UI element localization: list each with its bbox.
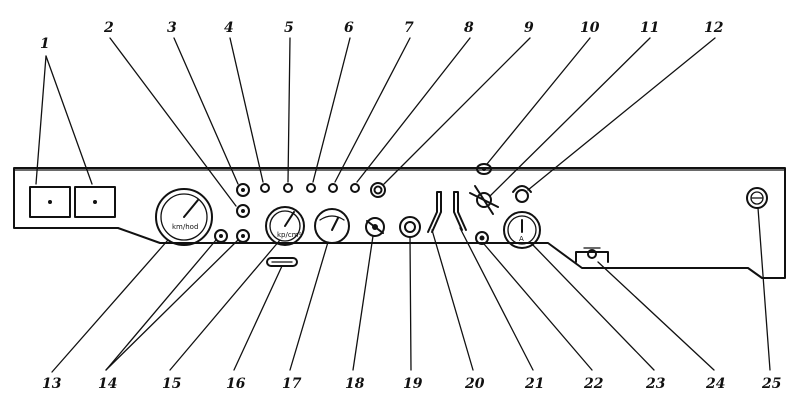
- speedometer-unit-label: km/hod: [172, 223, 198, 231]
- indicator-lamp-row: [260, 183, 360, 193]
- ammeter: A: [503, 211, 541, 249]
- callout-22: 22: [583, 376, 604, 392]
- callout-20: 20: [464, 376, 485, 392]
- indicator-lamp-3: [236, 183, 250, 197]
- callout-7: 7: [404, 20, 414, 36]
- callout-1: 1: [40, 36, 50, 52]
- leader-lines-top: [35, 37, 716, 207]
- callout-14: 14: [98, 376, 117, 392]
- callout-19: 19: [403, 376, 423, 392]
- callout-5: 5: [284, 20, 294, 36]
- callout-21: 21: [524, 376, 544, 392]
- callout-3: 3: [167, 20, 177, 36]
- callout-2: 2: [103, 20, 114, 36]
- callout-9: 9: [524, 20, 534, 36]
- ignition-key-cap: [476, 163, 492, 175]
- power-socket: [746, 187, 768, 209]
- speedometer: km/hod: [155, 188, 213, 246]
- panel-outline: [13, 167, 786, 279]
- callout-16: 16: [226, 376, 246, 392]
- warning-lamp-12: [512, 185, 532, 203]
- callout-13: 13: [42, 376, 62, 392]
- switch-block-left: [29, 186, 116, 218]
- leader-lines-bottom: [51, 207, 771, 373]
- ignition-switch: [469, 185, 499, 215]
- callout-11: 11: [640, 20, 659, 36]
- callout-15: 15: [162, 376, 181, 392]
- pressure-gauge-unit-label: kp/cm²: [277, 231, 302, 239]
- fuel-gauge: [314, 208, 350, 244]
- callouts-bottom: 13 14 15 16 17 18 19 20 21 22 23 24 25: [42, 376, 781, 392]
- callout-12: 12: [704, 20, 724, 36]
- callout-25: 25: [761, 376, 781, 392]
- callout-24: 24: [705, 376, 725, 392]
- callouts-top: 1 2 3 4 5 6 7 8 9 10 11 12: [40, 20, 724, 52]
- cable-connector: [575, 247, 609, 263]
- indicator-lamp-2: [236, 204, 250, 218]
- ammeter-unit-label: A: [519, 235, 524, 243]
- control-knob: [399, 216, 421, 238]
- callout-4: 4: [224, 20, 234, 36]
- callout-23: 23: [645, 376, 666, 392]
- push-button-22: [475, 231, 489, 245]
- callout-17: 17: [282, 376, 302, 392]
- pressure-gauge: kp/cm²: [265, 206, 305, 246]
- callout-6: 6: [344, 20, 354, 36]
- push-button-9: [370, 182, 386, 198]
- rotary-switch: [365, 217, 385, 237]
- indicator-lamps-14: [214, 229, 250, 243]
- pull-handle: [266, 257, 298, 267]
- control-levers: [427, 191, 467, 233]
- callout-10: 10: [580, 20, 600, 36]
- callout-18: 18: [345, 376, 365, 392]
- callout-8: 8: [464, 20, 474, 36]
